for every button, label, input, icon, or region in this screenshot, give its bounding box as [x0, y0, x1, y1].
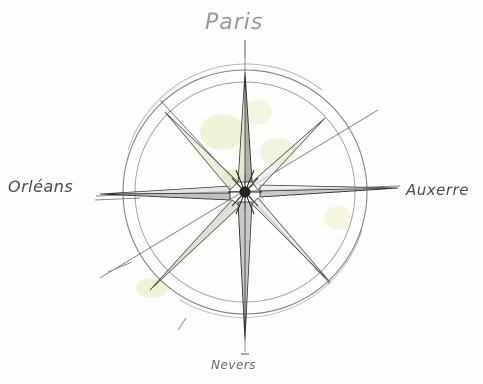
west-label: Orléans — [8, 177, 73, 196]
south-label: Nevers — [211, 358, 256, 372]
north-label: Paris — [205, 10, 263, 35]
east-label: Auxerre — [406, 181, 469, 199]
